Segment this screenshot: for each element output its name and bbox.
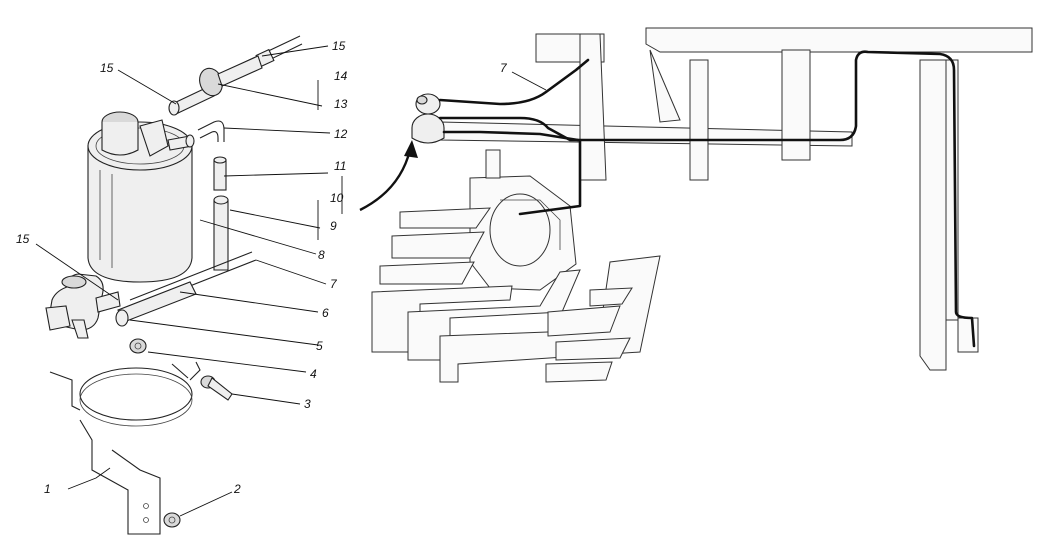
small-nut bbox=[163, 512, 181, 528]
callout-14: 14 bbox=[334, 69, 348, 83]
callout-1: 1 bbox=[44, 482, 51, 496]
elbow-tube bbox=[197, 120, 227, 191]
callout-6: 6 bbox=[322, 306, 329, 320]
callout-2: 2 bbox=[233, 482, 241, 496]
callout-8: 8 bbox=[318, 248, 325, 262]
callout-11: 11 bbox=[334, 159, 346, 173]
callout-3: 3 bbox=[304, 397, 311, 411]
leader-vehicle-7 bbox=[511, 71, 547, 91]
installation-view: 7 bbox=[371, 27, 1033, 383]
canister bbox=[87, 111, 195, 283]
lower-pipe-assembly bbox=[45, 251, 257, 339]
callout-4: 4 bbox=[310, 367, 317, 381]
mounted-canister bbox=[411, 93, 445, 144]
frame-boxes bbox=[371, 207, 661, 383]
bracket-clamp bbox=[49, 361, 201, 535]
callout-13: 13 bbox=[334, 97, 348, 111]
callout-9: 9 bbox=[330, 219, 337, 233]
nut bbox=[129, 338, 147, 354]
callout-7-vehicle: 7 bbox=[500, 61, 508, 75]
bolt bbox=[200, 375, 233, 401]
callout-15-top-left: 15 bbox=[100, 61, 114, 75]
callout-10: 10 bbox=[330, 191, 344, 205]
exploded-view: 1 2 3 4 5 6 7 8 9 10 11 12 13 14 15 15 1… bbox=[16, 35, 348, 535]
callout-15-mid-left: 15 bbox=[16, 232, 30, 246]
callout-5: 5 bbox=[316, 339, 323, 353]
sleeve bbox=[213, 195, 229, 271]
installation-arrow bbox=[359, 140, 418, 212]
callout-12: 12 bbox=[334, 127, 348, 141]
callout-7: 7 bbox=[330, 277, 338, 291]
callout-15-top-right: 15 bbox=[332, 39, 346, 53]
vapor-hoses bbox=[438, 50, 976, 348]
upper-pipe-assembly bbox=[168, 35, 303, 116]
leader-lines bbox=[35, 45, 331, 517]
frame-beam bbox=[645, 27, 1033, 53]
